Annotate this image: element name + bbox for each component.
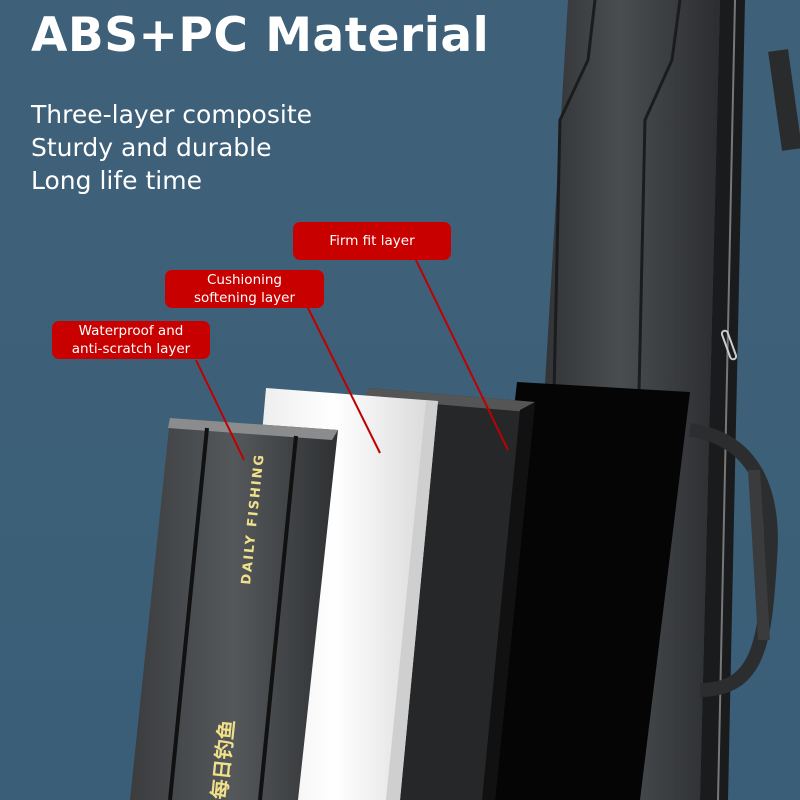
callout-label-line1: Waterproof and — [78, 323, 184, 339]
handle-strap — [688, 423, 778, 697]
callout-leader-lines — [195, 257, 509, 461]
callout-label-line2: softening layer — [194, 290, 295, 306]
feature-item: Three-layer composite — [31, 100, 313, 129]
zipper-pull-icon — [720, 329, 738, 361]
callout-firm-fit-layer: Firm fit layer — [293, 222, 451, 260]
callout-label-line2: anti-scratch layer — [71, 341, 191, 357]
page-title: ABS+PC Material — [31, 8, 490, 63]
layer-waterproof: 每日钓鱼 DAILY FISHING — [130, 418, 338, 800]
callout-label: Firm fit layer — [329, 233, 415, 249]
feature-item: Long life time — [31, 166, 202, 195]
callout-waterproof-layer: Waterproof and anti-scratch layer — [52, 321, 210, 359]
callout-label-line1: Cushioning — [206, 272, 282, 288]
feature-item: Sturdy and durable — [31, 133, 272, 162]
feature-list: Three-layer composite Sturdy and durable… — [31, 98, 312, 197]
callout-cushioning-layer: Cushioning softening layer — [165, 270, 324, 308]
